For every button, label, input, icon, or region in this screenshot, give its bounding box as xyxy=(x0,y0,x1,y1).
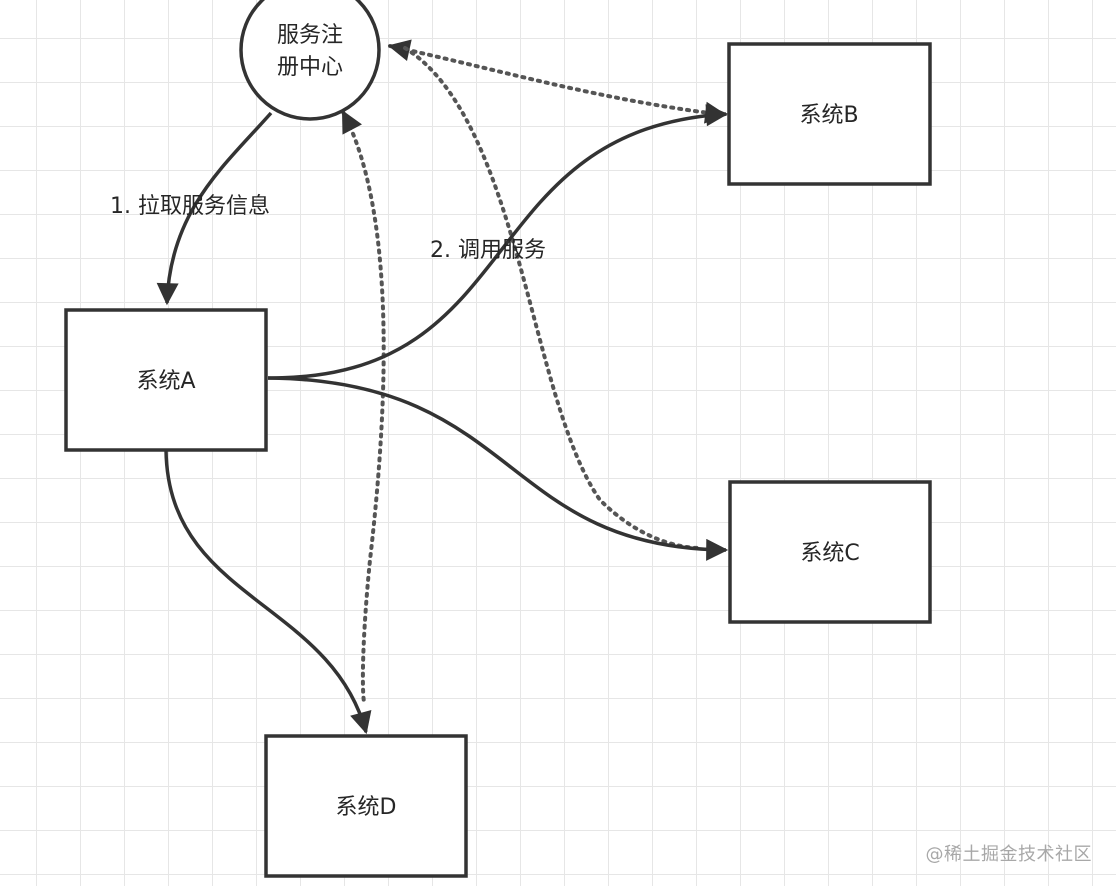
edge-system-a-to-system-c xyxy=(267,376,729,561)
dotted-edge-registry-system-b xyxy=(387,39,728,124)
edge-label-pull-service-info: 1. 拉取服务信息 xyxy=(110,194,270,219)
system-b-node: 系统B xyxy=(727,42,932,186)
edge-system-a-to-system-b xyxy=(267,104,729,380)
system-d-label: 系统D xyxy=(336,795,397,820)
registry-label-line-1: 服务注 xyxy=(277,23,343,48)
system-b-label: 系统B xyxy=(799,103,858,128)
system-a-node: 系统A xyxy=(64,308,268,452)
system-c-label: 系统C xyxy=(800,541,859,566)
registry-label-line-2: 册中心 xyxy=(277,55,343,80)
edge-system-a-to-system-d xyxy=(164,449,372,735)
watermark: @稀土掘金技术社区 xyxy=(925,844,1092,865)
edge-registry-to-system-a xyxy=(156,111,273,306)
system-a-label: 系统A xyxy=(136,369,195,394)
edge-label-call-service: 2. 调用服务 xyxy=(430,238,546,263)
dotted-edge-registry-system-d xyxy=(341,110,386,704)
system-d-node: 系统D xyxy=(264,734,468,878)
registry-node: 服务注 册中心 xyxy=(239,0,381,121)
dotted-edge-registry-system-c xyxy=(403,46,702,550)
system-c-node: 系统C xyxy=(728,480,932,624)
